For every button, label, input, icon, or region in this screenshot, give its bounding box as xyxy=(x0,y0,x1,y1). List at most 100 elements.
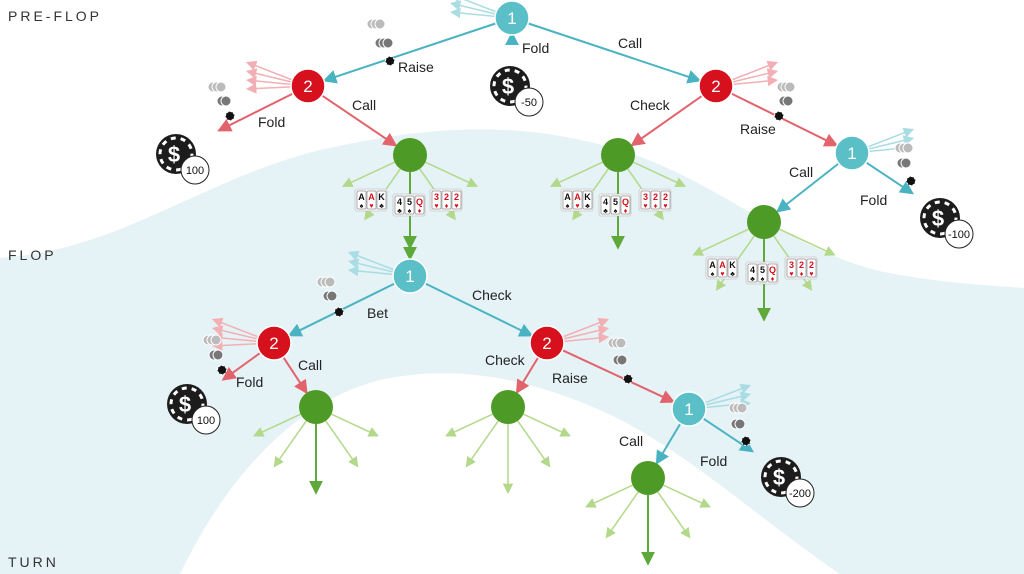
dollar-sign-icon: $ xyxy=(932,206,944,231)
card-rank: 5 xyxy=(407,197,412,207)
chip-edge-stripes xyxy=(158,136,194,172)
playing-card-icon xyxy=(707,258,718,278)
player-2-node[interactable] xyxy=(698,68,734,104)
player-2-node[interactable] xyxy=(290,68,326,104)
dollar-sign-icon: $ xyxy=(502,74,514,99)
card-rank: 2 xyxy=(653,192,658,202)
faint-action-edge xyxy=(562,317,610,338)
fold-label: Fold xyxy=(522,40,549,56)
card-suit: ♥ xyxy=(369,203,373,210)
faint-action-edge xyxy=(347,265,394,277)
bet-chip-icon xyxy=(774,111,784,121)
payoff-badge xyxy=(514,87,544,117)
faint-action-edge xyxy=(347,250,395,271)
card-suit: ♣ xyxy=(397,208,402,215)
card-suit: ♠ xyxy=(566,203,570,210)
playing-card-icon xyxy=(404,195,415,215)
card-suit: ♥ xyxy=(789,271,793,278)
fold-edge xyxy=(702,417,755,453)
card-rank: A xyxy=(719,260,726,270)
faint-action-edge xyxy=(211,317,259,338)
check-edge xyxy=(630,94,703,147)
faint-action-edge xyxy=(449,0,496,15)
dollar-sign-icon: $ xyxy=(168,142,180,167)
chance-node[interactable] xyxy=(631,461,665,495)
playing-card-icon xyxy=(356,190,367,210)
call-label: Call xyxy=(298,357,322,373)
chip-stack-icon xyxy=(784,81,796,93)
raise-edge xyxy=(561,349,676,404)
playing-card-icon xyxy=(767,263,778,283)
playing-card-icon xyxy=(366,190,377,210)
faint-action-edge xyxy=(347,258,394,273)
playing-card-icon xyxy=(431,190,442,210)
bet-label: Bet xyxy=(367,305,388,321)
chip-stack-icon xyxy=(210,334,222,346)
dollar-sign-icon: $ xyxy=(773,465,785,490)
chance-edge xyxy=(549,161,603,188)
playing-card-icon xyxy=(572,190,583,210)
chance-edge xyxy=(657,491,691,539)
player-1-node[interactable] xyxy=(671,391,707,427)
check-label: Check xyxy=(630,97,671,113)
card-rank: 4 xyxy=(397,197,402,207)
playing-card-icon xyxy=(562,190,573,210)
card-rank: 2 xyxy=(444,192,449,202)
call-label: Call xyxy=(352,97,376,113)
chance-node[interactable] xyxy=(393,138,427,172)
card-suit: ♥ xyxy=(454,203,458,210)
chip-edge-stripes xyxy=(922,200,958,236)
card-suit: ♦ xyxy=(800,271,804,278)
chance-node[interactable] xyxy=(299,390,333,424)
fold-label: Fold xyxy=(236,374,263,390)
chance-edge xyxy=(273,420,307,468)
playing-card-icon xyxy=(610,195,621,215)
payoff-value: 100 xyxy=(197,415,215,427)
raise-edge xyxy=(730,92,839,147)
chance-node[interactable] xyxy=(491,390,525,424)
raise-label: Raise xyxy=(740,121,776,137)
dollar-sign-icon: $ xyxy=(179,392,191,417)
turn-band xyxy=(180,373,840,574)
card-suit: ♦ xyxy=(445,203,449,210)
chance-edge xyxy=(253,413,301,437)
card-rank: 3 xyxy=(643,192,648,202)
card-rank: 2 xyxy=(454,192,459,202)
card-rank: 3 xyxy=(434,192,439,202)
card-suit: ♠ xyxy=(360,203,364,210)
player-2-node[interactable] xyxy=(529,325,565,361)
check-label: Check xyxy=(485,352,526,368)
chance-node[interactable] xyxy=(601,138,635,172)
player-2-node[interactable] xyxy=(256,325,292,361)
player-1-node[interactable] xyxy=(834,135,870,171)
playing-card-icon xyxy=(451,190,462,210)
card-suit: ♣ xyxy=(750,276,755,283)
card-suit: ♣ xyxy=(585,203,590,210)
chance-edge xyxy=(692,228,749,256)
playing-card-icon xyxy=(640,190,651,210)
chip-edge-stripes xyxy=(763,459,799,495)
chip-edge-stripes xyxy=(492,68,528,104)
card-rank: 2 xyxy=(663,192,668,202)
fold-label: Fold xyxy=(860,192,887,208)
card-suit: ♦ xyxy=(624,208,628,215)
playing-card-icon xyxy=(796,258,807,278)
payoff-value: -50 xyxy=(521,97,537,109)
chance-node[interactable] xyxy=(747,205,781,239)
fold-label: Fold xyxy=(700,453,727,469)
street-label-turn: TURN xyxy=(8,554,59,570)
player-number-label: 2 xyxy=(711,77,720,96)
player-1-node[interactable] xyxy=(494,0,530,36)
playing-card-icon xyxy=(600,195,611,215)
playing-card-icon xyxy=(727,258,738,278)
card-suit: ♥ xyxy=(434,203,438,210)
player-1-node[interactable] xyxy=(392,258,428,294)
chip-stack-icon xyxy=(615,337,627,349)
player-number-label: 1 xyxy=(847,144,856,163)
fold-edge xyxy=(865,161,915,195)
faint-action-edge xyxy=(563,332,610,344)
card-suit: ♥ xyxy=(809,271,813,278)
card-rank: 4 xyxy=(603,197,608,207)
chance-edge xyxy=(585,484,633,508)
